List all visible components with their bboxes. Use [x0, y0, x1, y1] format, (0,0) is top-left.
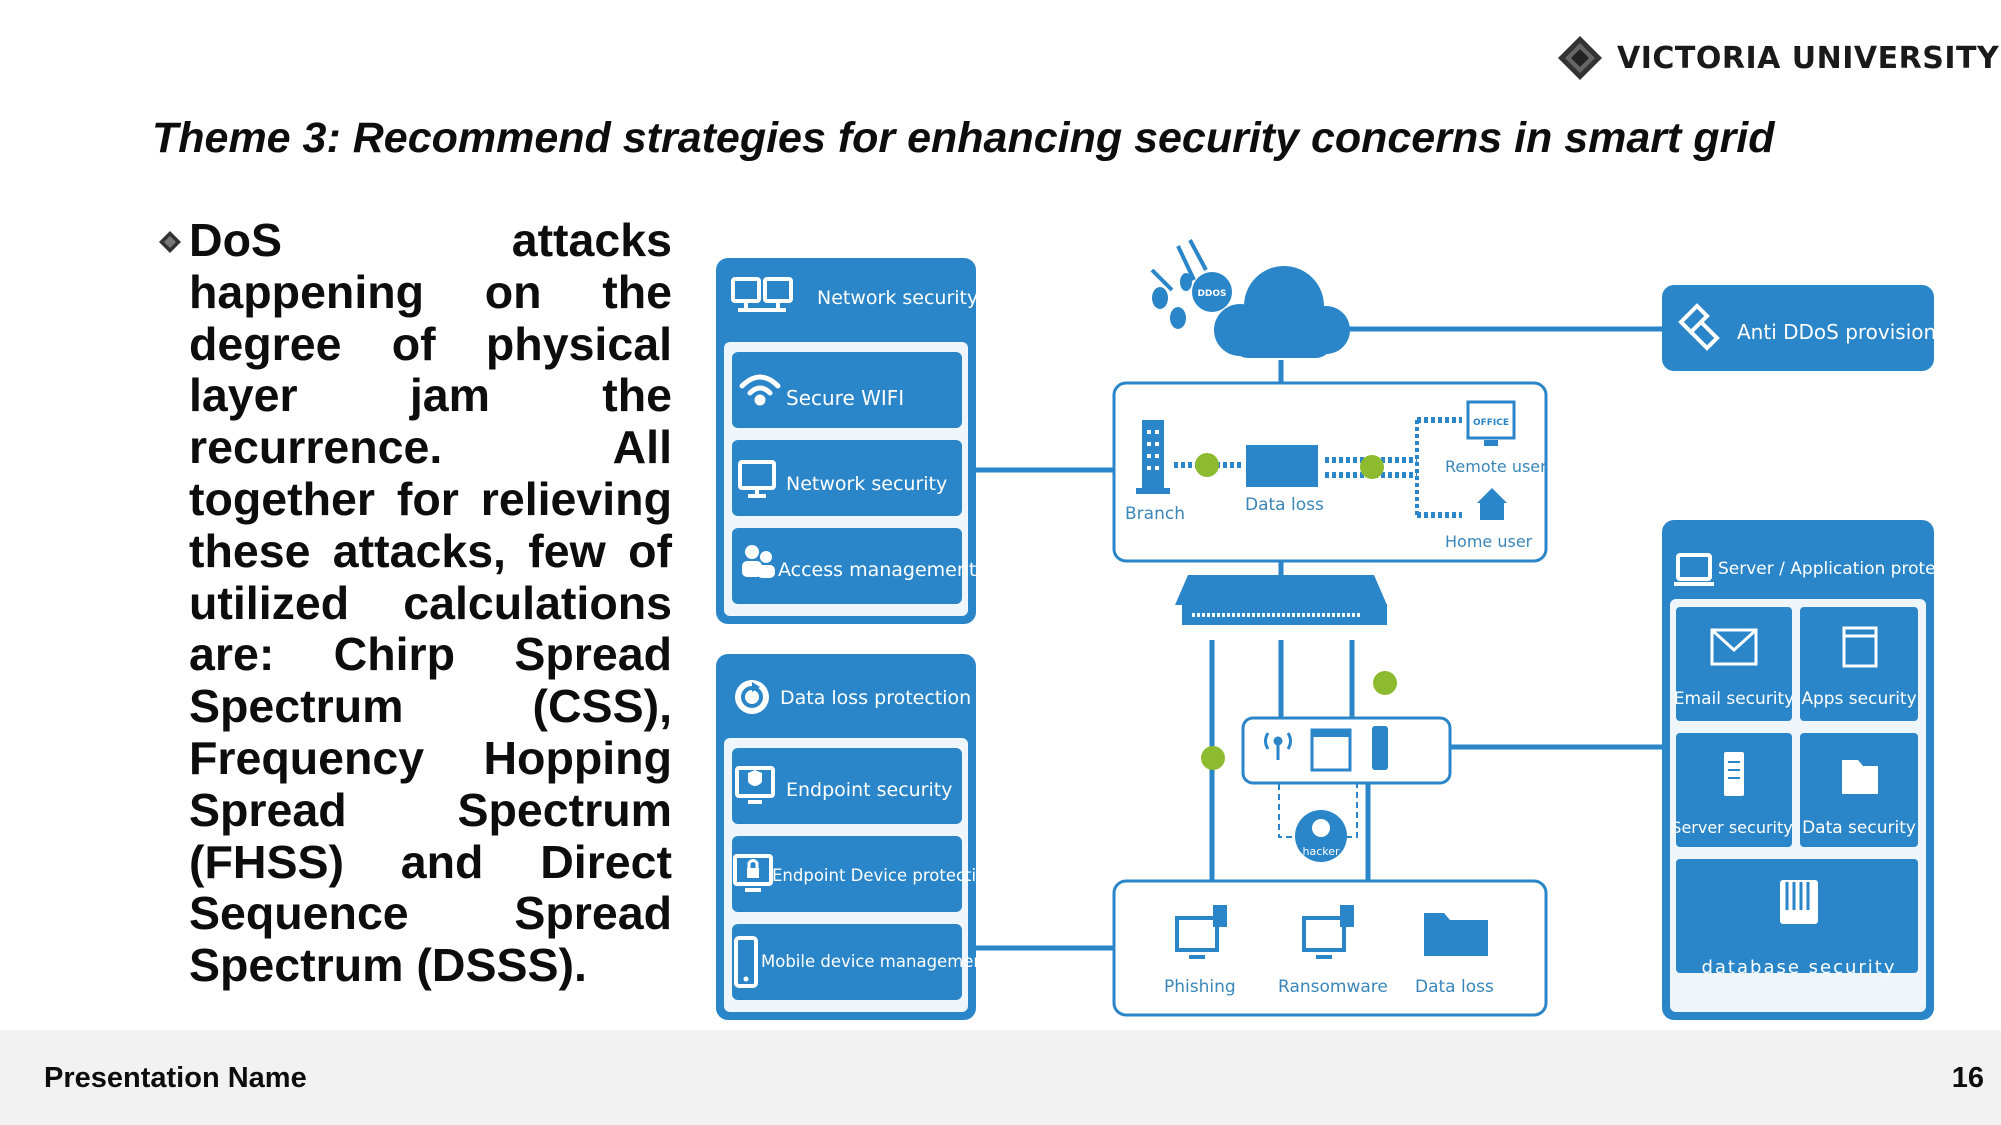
home-user-label: Home user — [1445, 532, 1533, 551]
data-loss-protection-panel: Data loss protection Endpoint security E… — [716, 654, 997, 1020]
anti-ddos-label: Anti DDoS provision — [1737, 320, 1936, 344]
ddos-label: DDOS — [1197, 289, 1226, 299]
server-tower-icon — [1724, 752, 1744, 796]
diamond-bullet-icon — [158, 230, 182, 259]
malware-bug-icon — [1195, 453, 1397, 770]
ddos-attack-icon: DDOS — [1150, 239, 1232, 329]
mobile-device-management-button[interactable] — [732, 924, 962, 1000]
logo-text: VICTORIA UNIVERSITY — [1617, 40, 2000, 76]
data-loss-box-label: Data loss — [1245, 495, 1324, 515]
network-security-button[interactable] — [732, 440, 962, 516]
security-diagram-svg: Network security Secure WIFI Network sec… — [716, 239, 1978, 1020]
data-security-label: Data security — [1802, 818, 1916, 838]
endpoint-device-protection-label: Endpoint Device protection — [772, 866, 997, 885]
anti-ddos-badge: Anti DDoS provision — [1662, 285, 1936, 371]
endpoint-shield-icon — [735, 766, 775, 804]
server-security-label: Server security — [1671, 818, 1792, 837]
hacker-label: hacker — [1302, 845, 1340, 858]
bullet-text: DoS attacks happening on the degree of p… — [189, 214, 672, 992]
threats-box: Phishing Ransomware Data loss — [1112, 879, 1548, 1017]
database-security-label: database security — [1701, 957, 1896, 978]
presentation-name: Presentation Name — [44, 1062, 307, 1094]
server-application-panel: Server / Application protection Email se… — [1662, 520, 1978, 1020]
phishing-icon — [1175, 905, 1227, 959]
monitor-icon — [738, 460, 776, 498]
apps-security-label: Apps security — [1801, 689, 1916, 709]
slide-title: Theme 3: Recommend strategies for enhanc… — [152, 114, 1775, 162]
mobile-phone-icon — [734, 936, 758, 988]
refresh-icon — [735, 680, 769, 714]
building-icon — [1136, 420, 1170, 494]
mobile-device-management-label: Mobile device management — [761, 952, 991, 971]
users-icon — [742, 545, 775, 578]
office-label: OFFICE — [1473, 418, 1509, 428]
network-security-label: Network security — [786, 473, 947, 495]
access-management-button[interactable] — [732, 528, 962, 604]
apps-security-tile[interactable] — [1800, 607, 1918, 721]
university-logo: VICTORIA UNIVERSITY — [1557, 35, 1999, 81]
shield-icon — [1678, 303, 1720, 351]
endpoint-security-label: Endpoint security — [786, 779, 952, 801]
hacker-icon: hacker — [1295, 810, 1347, 862]
email-security-label: Email security — [1674, 689, 1794, 709]
server-monitor-icon — [1674, 553, 1714, 586]
slide-footer — [0, 1030, 2001, 1125]
cloud-icon — [1214, 266, 1350, 358]
data-loss-protection-header: Data loss protection — [780, 687, 971, 709]
page-number: 16 — [1951, 1062, 1984, 1094]
broadcast-icon — [1264, 732, 1292, 760]
network-switch-icon — [1175, 575, 1387, 625]
device-lock-icon — [733, 854, 773, 892]
data-loss-server-icon — [1246, 445, 1318, 487]
office-monitor-icon — [1466, 400, 1516, 440]
app-window-icon — [1842, 626, 1878, 668]
wifi-icon — [739, 374, 781, 406]
diamond-logo-icon — [1557, 35, 1603, 81]
network-security-header: Network security — [817, 287, 978, 309]
folder-icon — [1424, 913, 1488, 956]
secure-wifi-label: Secure WIFI — [786, 386, 904, 410]
data-folder-icon — [1842, 760, 1878, 794]
remote-user-label: Remote user — [1445, 457, 1547, 476]
branch-label: Branch — [1125, 504, 1185, 524]
envelope-icon — [1710, 628, 1758, 666]
server-application-header: Server / Application protection — [1718, 559, 1944, 579]
phone-icon — [1372, 726, 1388, 770]
endpoint-security-button[interactable] — [732, 748, 962, 824]
home-icon — [1477, 488, 1507, 520]
threat-data-loss-label: Data loss — [1415, 977, 1494, 997]
ransomware-icon — [1302, 905, 1354, 959]
secure-wifi-button[interactable] — [732, 352, 962, 428]
endpoint-device-protection-button[interactable] — [732, 836, 962, 912]
access-management-label: Access management — [778, 559, 976, 581]
threat-phishing-label: Phishing — [1164, 977, 1236, 997]
network-monitor-icon — [731, 277, 793, 312]
router-box — [1241, 716, 1452, 785]
threat-ransomware-label: Ransomware — [1278, 977, 1388, 997]
upper-network-box: Branch Data loss OFFICE Remote user Home… — [1112, 381, 1548, 563]
security-diagram: Network security Secure WIFI Network sec… — [712, 230, 1978, 1029]
network-security-panel: Network security Secure WIFI Network sec… — [716, 258, 978, 624]
